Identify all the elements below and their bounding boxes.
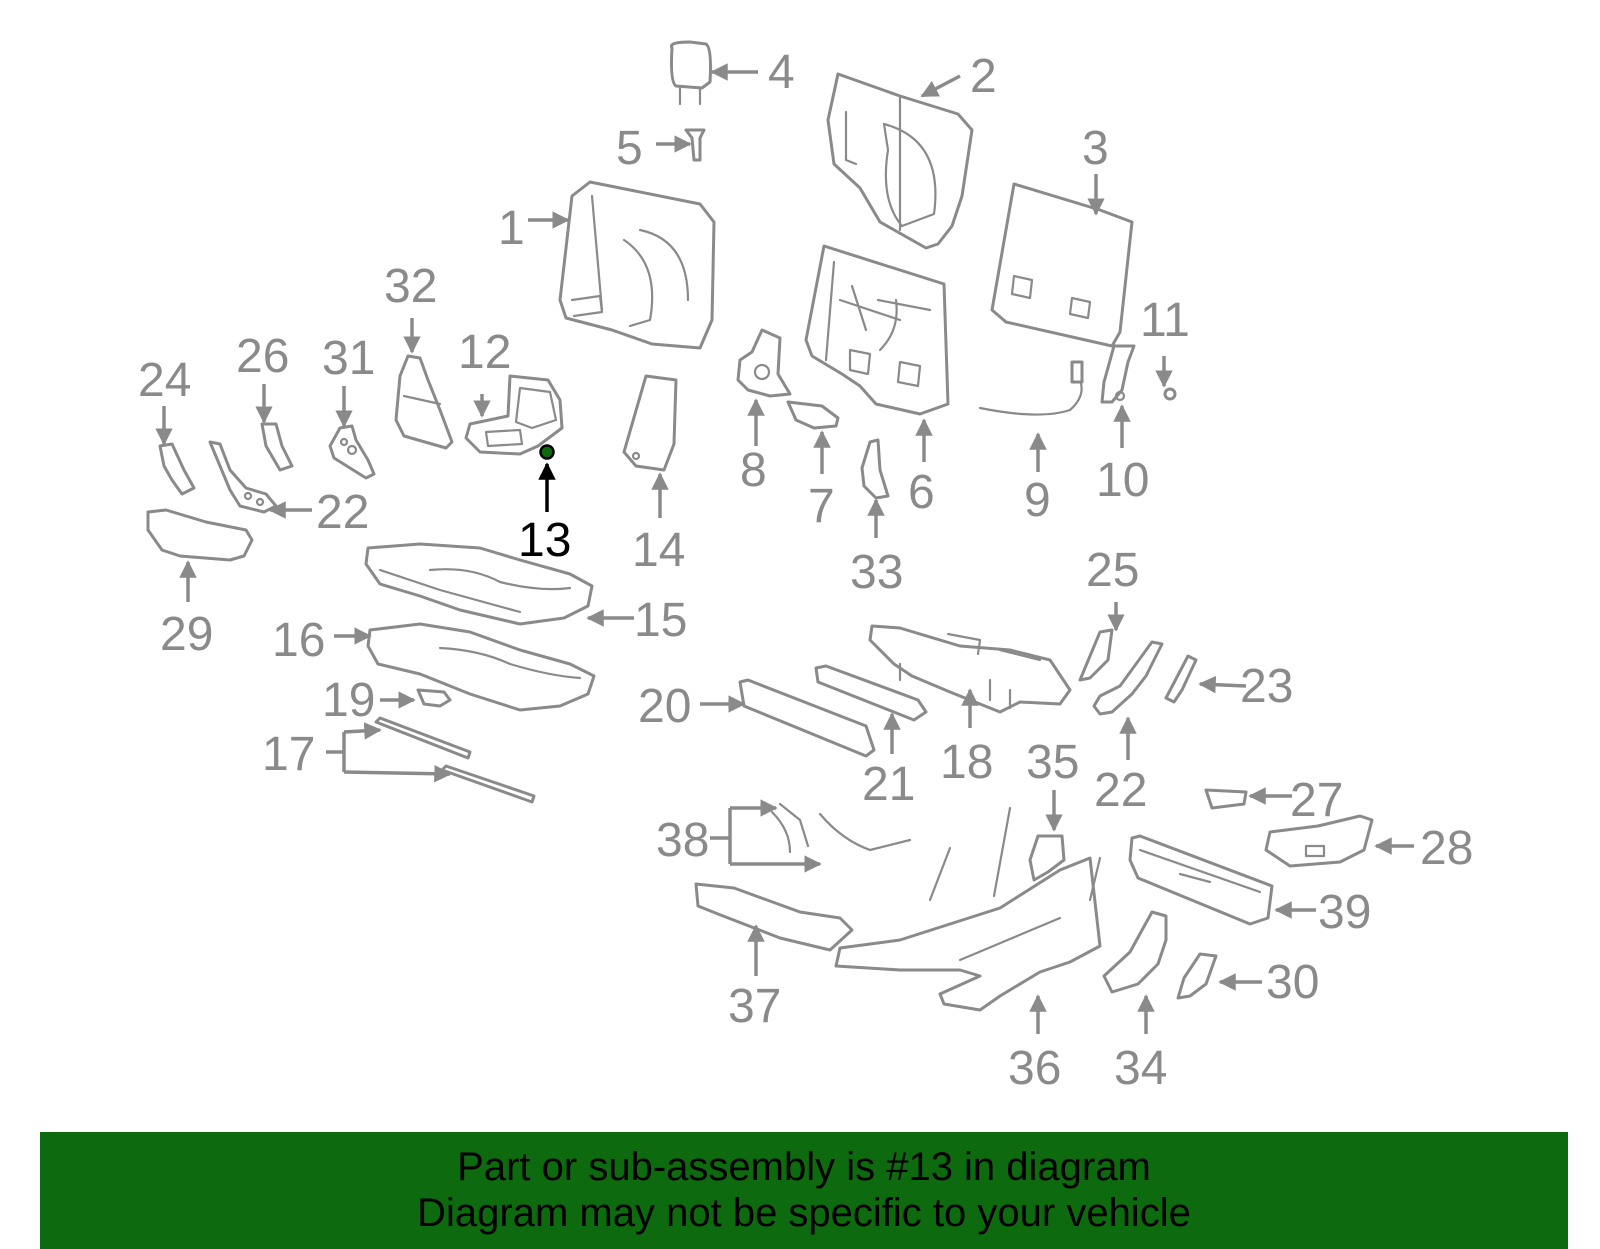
part-11-clip xyxy=(1163,387,1177,401)
part-13-highlighted-marker xyxy=(539,444,555,460)
callout-labels: 1 2 3 4 5 6 7 8 9 10 11 12 13 14 15 16 1… xyxy=(138,46,1473,1095)
callout-23: 23 xyxy=(1240,660,1293,713)
callout-19: 19 xyxy=(322,674,375,727)
callout-26: 26 xyxy=(236,330,289,383)
callout-15: 15 xyxy=(634,594,687,647)
part-5-guide xyxy=(684,128,706,162)
callout-21: 21 xyxy=(862,758,915,811)
callout-28: 28 xyxy=(1420,822,1473,875)
part-22b-cover xyxy=(1092,640,1164,716)
callout-6: 6 xyxy=(908,466,935,519)
callout-8: 8 xyxy=(740,444,767,497)
callout-12: 12 xyxy=(458,326,511,379)
callout-5: 5 xyxy=(616,122,643,175)
part-23-cover xyxy=(1164,654,1198,704)
part-18-frame xyxy=(868,624,1072,714)
part-4-headrest xyxy=(669,40,712,106)
callout-22-upper: 22 xyxy=(316,486,369,539)
part-16-cushion-pad xyxy=(366,622,596,712)
callout-16: 16 xyxy=(272,614,325,667)
part-30-cover xyxy=(1176,952,1218,1000)
callout-9: 9 xyxy=(1024,474,1051,527)
part-25-cover xyxy=(1078,628,1114,682)
part-8-bracket xyxy=(736,328,792,398)
callout-11: 11 xyxy=(1140,294,1190,347)
part-27-clip xyxy=(1204,788,1248,810)
info-banner: Part or sub-assembly is #13 in diagram D… xyxy=(40,1132,1568,1249)
callout-14: 14 xyxy=(632,524,685,577)
part-17-rods xyxy=(374,716,536,804)
callout-30: 30 xyxy=(1266,956,1319,1009)
part-19-clip xyxy=(416,688,452,708)
callout-36: 36 xyxy=(1008,1042,1061,1095)
part-32-side-shield xyxy=(394,354,454,450)
part-1-seatback xyxy=(558,180,716,350)
part-39-cover xyxy=(1128,834,1274,926)
callout-3: 3 xyxy=(1082,122,1109,175)
callout-20: 20 xyxy=(638,680,691,733)
part-35-latch xyxy=(1028,834,1066,882)
callout-29: 29 xyxy=(160,608,213,661)
part-28-trim xyxy=(1264,814,1374,868)
part-7-bracket xyxy=(786,400,840,430)
callout-2: 2 xyxy=(970,50,997,103)
callout-13-highlighted: 13 xyxy=(518,514,571,567)
callout-35: 35 xyxy=(1026,736,1079,789)
part-9-cable xyxy=(978,360,1084,416)
callout-25: 25 xyxy=(1086,544,1139,597)
callout-31: 31 xyxy=(322,332,375,385)
part-31-plate xyxy=(328,424,376,480)
part-15-seat-cushion xyxy=(364,542,594,626)
callout-22-lower: 22 xyxy=(1094,764,1147,817)
part-21-trim xyxy=(814,664,928,722)
part-26-link xyxy=(260,422,294,472)
callout-39: 39 xyxy=(1318,886,1371,939)
part-29-trim-cover xyxy=(146,508,254,562)
callout-38: 38 xyxy=(656,814,709,867)
callout-4: 4 xyxy=(768,46,795,99)
part-38-cable xyxy=(770,802,912,854)
banner-line-part: Part or sub-assembly is #13 in diagram xyxy=(457,1145,1151,1189)
part-12-armrest xyxy=(464,374,564,456)
callout-32: 32 xyxy=(384,260,437,313)
callout-1: 1 xyxy=(498,202,525,255)
callout-17: 17 xyxy=(262,728,315,781)
part-36-seat-track xyxy=(834,806,1102,1012)
part-24-cover xyxy=(158,442,196,496)
callout-34: 34 xyxy=(1114,1042,1167,1095)
part-33-bracket xyxy=(860,438,890,500)
part-10-cover xyxy=(1100,344,1136,404)
banner-line-disclaimer: Diagram may not be specific to your vehi… xyxy=(417,1191,1191,1235)
part-22a-hinge xyxy=(208,440,278,514)
callout-18: 18 xyxy=(940,736,993,789)
callout-10: 10 xyxy=(1096,454,1149,507)
part-34-cover xyxy=(1102,910,1168,994)
callout-7: 7 xyxy=(808,480,835,533)
leader-lines xyxy=(155,63,1414,1034)
part-3-back-panel xyxy=(990,182,1134,348)
callout-24: 24 xyxy=(138,354,191,407)
callout-37: 37 xyxy=(728,980,781,1033)
callout-33: 33 xyxy=(850,546,903,599)
part-2-seatback-frame xyxy=(826,72,974,250)
part-37-rail-cover xyxy=(694,882,854,952)
part-6-seat-frame xyxy=(804,244,950,416)
part-14-side-panel xyxy=(622,374,678,472)
callout-27: 27 xyxy=(1290,774,1343,827)
